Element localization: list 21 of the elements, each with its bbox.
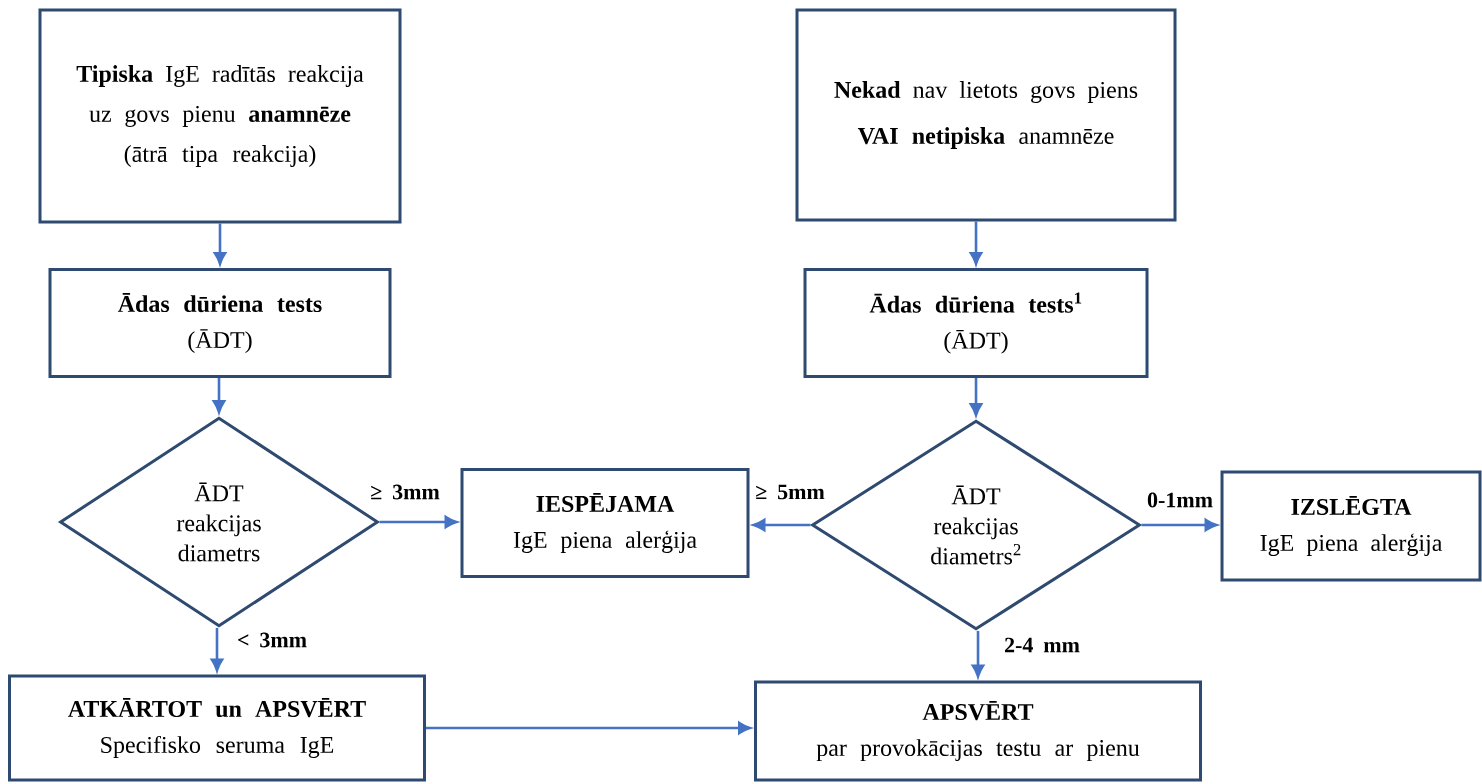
arrow bbox=[426, 721, 751, 735]
arrow bbox=[1141, 518, 1218, 532]
arrow bbox=[212, 378, 226, 414]
edge-label: < 3mm bbox=[235, 631, 309, 649]
process-box: Ādas dūriena tests (ĀDT) bbox=[48, 268, 392, 378]
process-box: Ādas dūriena tests$^{1}$ (ĀDT) bbox=[803, 268, 1149, 378]
arrow bbox=[213, 223, 227, 265]
process-box: ATKĀRTOT un APSVĒRT Specifisko seruma IgE bbox=[8, 674, 426, 782]
arrow bbox=[969, 221, 983, 265]
arrow bbox=[210, 627, 224, 672]
process-box: IZSLĒGTA IgE piena alerģija bbox=[1220, 470, 1482, 582]
arrow bbox=[969, 378, 983, 417]
arrow bbox=[379, 515, 458, 529]
process-box: Tipiska IgE radītās reakcija uz govs pienu anamnēze (ātrā tipa reakcija) bbox=[38, 8, 402, 224]
edge-label: 2-4 mm bbox=[1003, 636, 1081, 654]
process-box: Nekad nav lietots govs piens VAI netipiska anamnēze bbox=[795, 8, 1177, 222]
process-box: IESPĒJAMA IgE piena alerģija bbox=[460, 468, 750, 578]
arrow bbox=[752, 518, 811, 532]
edge-label: 0-1mm bbox=[1146, 491, 1214, 509]
process-box: APSVĒRT par provokācijas testu ar pienu bbox=[754, 680, 1202, 782]
arrow bbox=[971, 630, 985, 678]
